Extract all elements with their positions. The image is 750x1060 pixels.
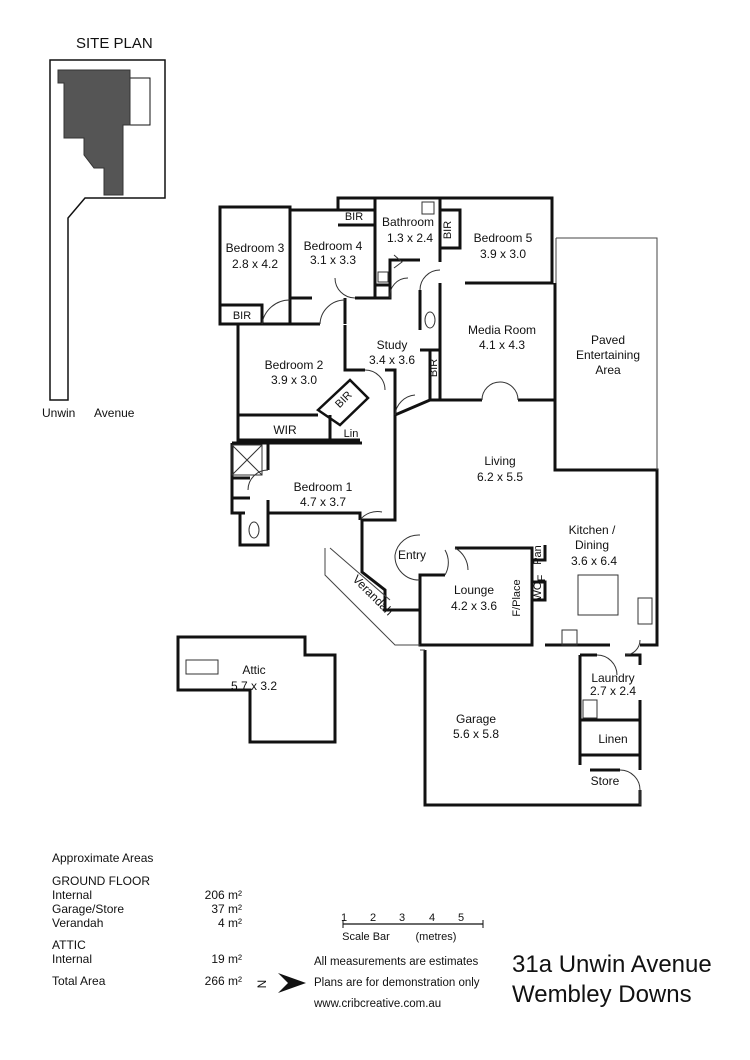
verandah-label: Verandah [52,916,104,930]
site-plan [49,59,166,401]
approximate-areas-table: Approximate Areas GROUND FLOOR Internal 2… [52,850,242,988]
attic-name: Attic [242,663,265,677]
internal-value: 206 m² [204,888,242,902]
bathroom-size: 1.3 x 2.4 [387,231,433,245]
fixtures [185,201,653,719]
study-name: Study [377,338,408,352]
areas-row-verandah: Verandah 4 m² [52,916,242,930]
site-plan-title: SITE PLAN [76,35,153,52]
f-label: F [536,574,548,581]
linen-name: Linen [598,732,627,746]
scale-tick-3: 3 [399,912,405,924]
scale-tick-2: 2 [370,912,376,924]
disclaimer-notes: All measurements are estimates Plans are… [314,952,480,1015]
lounge-name: Lounge [454,583,494,597]
scale-label: Scale Bar [342,931,390,943]
media-room-size: 4.1 x 4.3 [479,338,525,352]
attic-internal-label: Internal [52,952,93,966]
bathroom-name: Bathroom [382,215,434,229]
north-arrow: N [255,973,306,993]
door-swings [247,269,641,791]
scale-unit: (metres) [416,931,457,943]
kitchen-size: 3.6 x 6.4 [571,554,617,568]
ground-floor-heading: GROUND FLOOR [52,874,151,888]
north-label: N [255,980,269,989]
media-room-name: Media Room [468,323,536,337]
note-website: www.cribcreative.com.au [314,998,442,1010]
laundry-name: Laundry [591,671,634,685]
bedroom3-name: Bedroom 3 [226,241,285,255]
bir-label-bed5: BIR [442,221,454,239]
kitchen-line2: Dining [575,538,609,552]
verandah-value: 4 m² [218,916,242,930]
bedroom4-size: 3.1 x 3.3 [310,253,356,267]
areas-row-internal: Internal 206 m² [52,888,242,902]
scale-tick-1: 1 [341,912,347,924]
wir-label: WIR [273,423,297,437]
paved-line2: Entertaining [576,348,640,362]
bedroom5-size: 3.9 x 3.0 [480,247,526,261]
scale-bar: 1 2 3 4 5 Scale Bar (metres) [341,912,484,943]
room-labels: Bedroom 3 2.8 x 4.2 Bedroom 4 3.1 x 3.3 … [226,211,640,788]
attic-internal-value: 19 m² [211,952,242,966]
outdoor-outline [324,237,658,805]
bedroom2-size: 3.9 x 3.0 [271,373,317,387]
bedroom2-name: Bedroom 2 [265,358,324,372]
note-line-1: All measurements are estimates [314,956,479,968]
laundry-size: 2.7 x 2.4 [590,684,636,698]
store-name: Store [591,774,620,788]
bedroom1-name: Bedroom 1 [294,480,353,494]
bedroom3-size: 2.8 x 4.2 [232,257,278,271]
study-size: 3.4 x 3.6 [369,353,415,367]
bedroom5-name: Bedroom 5 [474,231,533,245]
scale-tick-5: 5 [458,912,464,924]
walls [176,196,659,807]
scale-tick-4: 4 [429,912,435,924]
areas-title: Approximate Areas [52,851,154,865]
total-value: 266 m² [204,974,242,988]
bir-label-bed3: BIR [233,310,251,322]
address-line-1: 31a Unwin Avenue [512,951,712,978]
fplace-label: F/Place [511,579,523,616]
living-size: 6.2 x 5.5 [477,470,523,484]
total-label: Total Area [52,974,106,988]
property-address: 31a Unwin Avenue Wembley Downs [512,950,712,1010]
internal-label: Internal [52,888,93,902]
garage-value: 37 m² [211,902,242,916]
note-line-2: Plans are for demonstration only [314,977,480,989]
street-name-left: Unwin [42,406,76,420]
bedroom4-name: Bedroom 4 [304,239,363,253]
garage-label: Garage/Store [52,902,125,916]
lounge-size: 4.2 x 3.6 [451,599,497,613]
attic-size: 5.7 x 3.2 [231,679,277,693]
attic-heading: ATTIC [52,938,86,952]
bir-label-bed4: BIR [345,211,363,223]
wo-label: WO [532,581,544,600]
pan-label: Pan [532,545,544,565]
garage-size: 5.6 x 5.8 [453,727,499,741]
areas-row-total: Total Area 266 m² [52,974,242,988]
paved-line3: Area [595,363,621,377]
address-line-2: Wembley Downs [512,981,692,1008]
lin-label: Lin [344,428,359,440]
bedroom1-size: 4.7 x 3.7 [300,495,346,509]
bir-label-media: BIR [428,359,440,377]
kitchen-line1: Kitchen / [569,523,616,537]
areas-row-garage: Garage/Store 37 m² [52,902,242,916]
paved-line1: Paved [591,333,625,347]
north-arrow-icon [278,973,306,993]
areas-row-attic-internal: Internal 19 m² [52,952,242,966]
street-name-right: Avenue [94,406,135,420]
entry-name: Entry [398,548,426,562]
living-name: Living [484,454,515,468]
site-house-footprint [57,69,131,196]
garage-name: Garage [456,712,496,726]
